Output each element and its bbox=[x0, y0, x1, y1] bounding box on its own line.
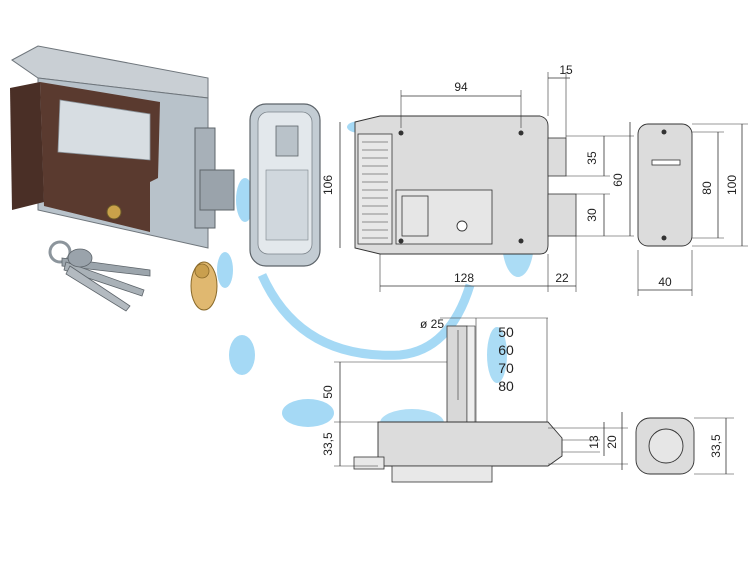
dim-33-5-left: 33,5 bbox=[321, 432, 335, 456]
front-view-grille bbox=[362, 141, 388, 239]
dim-22: 22 bbox=[555, 271, 569, 285]
cylinder-illustration bbox=[190, 261, 218, 311]
keys-illustration bbox=[48, 240, 151, 312]
dim-15: 15 bbox=[559, 63, 573, 77]
dim-60: 60 bbox=[611, 173, 625, 187]
striker-plate-illustration bbox=[249, 103, 321, 267]
striker-front-view-drawing: 80 100 40 bbox=[637, 123, 748, 296]
cylinder-length-option: 50 bbox=[498, 324, 514, 340]
dim-20: 20 bbox=[605, 435, 619, 449]
dim-128: 128 bbox=[454, 271, 474, 285]
dim-80: 80 bbox=[700, 181, 714, 195]
dim-33-5-right: 33,5 bbox=[709, 434, 723, 458]
dim-94: 94 bbox=[454, 80, 468, 94]
cylinder-length-option: 70 bbox=[498, 360, 514, 376]
dim-50-left: 50 bbox=[321, 385, 335, 399]
dim-cylinder-diameter: ø 25 bbox=[420, 317, 444, 331]
dim-30: 30 bbox=[585, 208, 599, 222]
dim-106: 106 bbox=[321, 175, 335, 195]
dim-13: 13 bbox=[587, 435, 601, 449]
bottom-view-drawing: ø 25 50 33,5 50 60 70 80 13 20 bbox=[321, 317, 628, 483]
dim-40: 40 bbox=[658, 275, 672, 289]
striker-side-view-drawing: 33,5 bbox=[635, 417, 734, 475]
cylinder-length-option: 80 bbox=[498, 378, 514, 394]
dim-35: 35 bbox=[585, 151, 599, 165]
front-view-drawing: 94 15 106 128 22 35 30 60 bbox=[321, 63, 634, 292]
cylinder-length-option: 60 bbox=[498, 342, 514, 358]
dim-100: 100 bbox=[725, 175, 739, 195]
lock-product-illustration bbox=[10, 45, 235, 249]
